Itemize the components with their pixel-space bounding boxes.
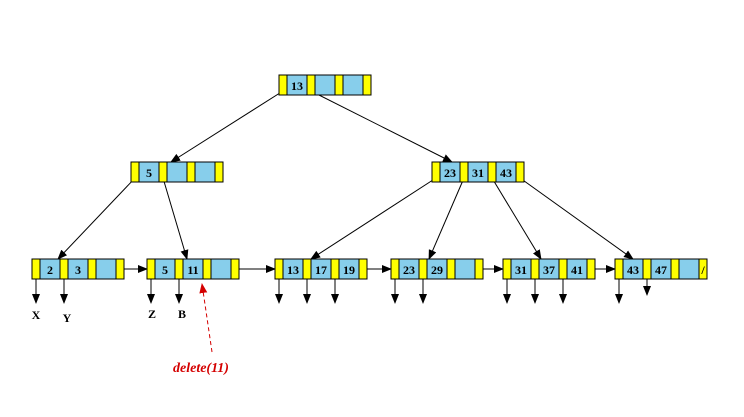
leaf-node-3-pointer-cell-2 — [330, 258, 340, 280]
root-node-key-0: 13 — [291, 79, 303, 93]
internal-node-right-key-2: 43 — [500, 166, 512, 180]
internal-node-right-pointer-cell-3 — [515, 161, 525, 183]
leaf-node-1-key-0: 2 — [47, 263, 53, 277]
leaf-node-5-pointer-cell-3 — [586, 258, 596, 280]
leaf-node-1-pointer-cell-1 — [59, 258, 69, 280]
record-labels: X Y Z B — [32, 307, 186, 325]
internal-node-left-pointer-cell-2 — [186, 161, 196, 183]
leaf-node-2: 5 11 — [146, 258, 240, 280]
edge-left-to-leaf-1 — [57, 177, 136, 260]
leaf-node-4-pointer-cell-3 — [474, 258, 484, 280]
edge-right-to-leaf-3 — [310, 177, 437, 260]
leaf-node-2-key-0: 5 — [162, 263, 168, 277]
internal-node-left: 5 — [130, 161, 224, 183]
edge-right-to-leaf-4 — [428, 177, 465, 260]
leaf-node-1-pointer-cell-0 — [31, 258, 41, 280]
leaf-node-2-pointer-cell-2 — [202, 258, 212, 280]
record-label-x: X — [32, 308, 41, 322]
leaf-node-3-key-0: 13 — [287, 263, 299, 277]
internal-node-left-pointer-cell-0 — [130, 161, 140, 183]
leaf-node-4-pointer-cell-2 — [446, 258, 456, 280]
root-node: 13 — [278, 74, 372, 96]
leaf-node-1-pointer-cell-2 — [87, 258, 97, 280]
leaf-node-5-pointer-cell-0 — [502, 258, 512, 280]
edge-root-to-left — [170, 90, 284, 163]
leaf-node-2-key-1: 11 — [187, 263, 198, 277]
internal-node-left-pointer-cell-3 — [214, 161, 224, 183]
leaf-node-2-key-cell-2 — [210, 258, 232, 280]
delete-label: delete(11) — [173, 361, 229, 376]
leaf-node-5-key-0: 31 — [515, 263, 527, 277]
record-label-b: B — [178, 307, 186, 321]
record-label-z: Z — [148, 307, 156, 321]
leaf-node-5-pointer-cell-2 — [558, 258, 568, 280]
leaf-node-6-key-1: 47 — [655, 263, 667, 277]
leaf-node-4-key-1: 29 — [431, 263, 443, 277]
delete-pointer-arrow — [199, 283, 213, 353]
leaf-node-3-pointer-cell-3 — [358, 258, 368, 280]
internal-node-right-pointer-cell-0 — [431, 161, 441, 183]
leaf-node-6-null-pointer: / — [700, 263, 705, 277]
record-label-y: Y — [63, 311, 72, 325]
edge-right-to-leaf-6 — [519, 177, 634, 260]
leaf-node-5-key-1: 37 — [543, 263, 555, 277]
root-node-pointer-cell-2 — [334, 74, 344, 96]
internal-node-left-key-cell-2 — [194, 161, 216, 183]
root-node-pointer-cell-1 — [306, 74, 316, 96]
edge-left-to-leaf-2 — [162, 177, 189, 260]
leaf-node-3: 13 17 19 — [274, 258, 368, 280]
leaf-node-4: 23 29 — [390, 258, 484, 280]
edge-root-to-right — [310, 90, 453, 163]
leaf-node-4-key-0: 23 — [403, 263, 415, 277]
leaf-node-3-pointer-cell-1 — [302, 258, 312, 280]
leaf-node-3-pointer-cell-0 — [274, 258, 284, 280]
leaf-node-3-key-2: 19 — [343, 263, 355, 277]
internal-node-left-pointer-cell-1 — [158, 161, 168, 183]
leaf-node-4-pointer-cell-1 — [418, 258, 428, 280]
root-node-key-cell-1 — [314, 74, 336, 96]
leaf-node-1-key-cell-2 — [95, 258, 117, 280]
leaf-node-6-pointer-cell-1 — [642, 258, 652, 280]
leaf-node-2-pointer-cell-0 — [146, 258, 156, 280]
leaf-node-5-key-2: 41 — [571, 263, 583, 277]
internal-node-left-key-cell-1 — [166, 161, 188, 183]
leaf-node-4-key-cell-2 — [454, 258, 476, 280]
internal-node-left-key-0: 5 — [146, 166, 152, 180]
root-node-pointer-cell-0 — [278, 74, 288, 96]
leaf-node-3-key-1: 17 — [315, 263, 327, 277]
leaf-node-6-pointer-cell-0 — [614, 258, 624, 280]
leaf-node-6-key-0: 43 — [627, 263, 639, 277]
internal-node-right-key-0: 23 — [444, 166, 456, 180]
leaf-node-6-key-cell-2 — [678, 258, 700, 280]
delete-annotation: delete(11) — [173, 283, 229, 376]
internal-node-right-pointer-cell-2 — [487, 161, 497, 183]
leaf-node-1-pointer-cell-3 — [115, 258, 125, 280]
internal-node-right-key-1: 31 — [472, 166, 484, 180]
root-node-pointer-cell-3 — [362, 74, 372, 96]
root-node-key-cell-2 — [342, 74, 364, 96]
leaf-node-4-pointer-cell-0 — [390, 258, 400, 280]
leaf-node-2-pointer-cell-1 — [174, 258, 184, 280]
internal-node-right-pointer-cell-1 — [459, 161, 469, 183]
leaf-node-1-key-1: 3 — [75, 263, 81, 277]
internal-node-right: 23 31 43 — [431, 161, 525, 183]
leaf-node-6-pointer-cell-2 — [670, 258, 680, 280]
leaf-node-2-pointer-cell-3 — [230, 258, 240, 280]
leaf-node-5: 31 37 41 — [502, 258, 596, 280]
leaf-node-5-pointer-cell-1 — [530, 258, 540, 280]
leaf-node-6-pointer-cell-3 — [698, 258, 708, 280]
leaf-node-6: 43 47 / — [614, 258, 708, 280]
edge-right-to-leaf-5 — [491, 177, 542, 260]
